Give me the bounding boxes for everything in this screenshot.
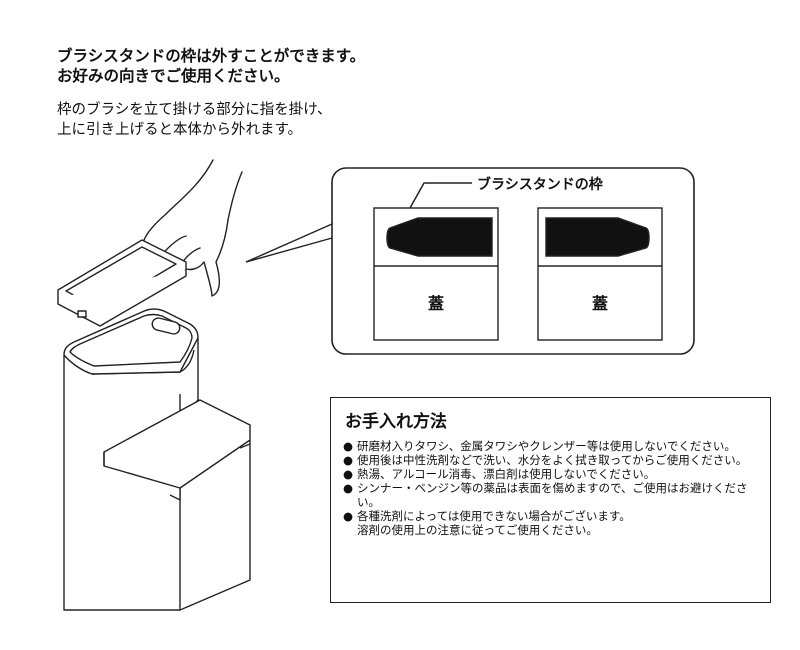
care-item: 熱湯、アルコール消毒、漂白剤は使用しないでください。: [343, 467, 763, 481]
description-line-2: 上に引き上げると本体から外れます。: [57, 122, 303, 138]
care-title: お手入れ方法: [345, 412, 447, 432]
care-instructions-box: お手入れ方法 研磨材入りタワシ、金属タワシやクレンザー等は使用しないでください。…: [330, 397, 771, 603]
care-item: シンナー・ベンジン等の薬品は表面を傷めますので、ご使用はお避けください。: [343, 481, 763, 509]
heading: ブラシスタンドの枠は外すことができます。 お好みの向きでご使用ください。: [57, 46, 365, 86]
lid-label-left: 蓋: [427, 294, 444, 313]
heading-line-1: ブラシスタンドの枠は外すことができます。: [57, 47, 366, 65]
description: 枠のブラシを立て掛ける部分に指を掛け、 上に引き上げると本体から外れます。: [57, 100, 331, 140]
lid-unit-left: [373, 207, 499, 341]
frame-label: ブラシスタンドの枠: [477, 177, 603, 193]
callout-pointer: [245, 223, 333, 263]
care-item: 使用後は中性洗剤などで洗い、水分をよく拭き取ってからご使用ください。: [343, 453, 763, 467]
lid-label-right: 蓋: [591, 294, 608, 313]
description-line-1: 枠のブラシを立て掛ける部分に指を掛け、: [57, 102, 332, 118]
care-item: 各種洗剤によっては使用できない場合がございます。: [343, 509, 763, 523]
brush-stand-frame: [57, 239, 187, 327]
frame-leader-line: [409, 182, 472, 209]
care-note: 溶剤の使用上の注意に従ってご使用ください。: [357, 523, 598, 537]
care-list: 研磨材入りタワシ、金属タワシやクレンザー等は使用しないでください。 使用後は中性…: [343, 439, 763, 537]
care-item: 研磨材入りタワシ、金属タワシやクレンザー等は使用しないでください。: [343, 439, 763, 453]
main-body: [63, 308, 251, 611]
lid-unit-right: [537, 207, 663, 341]
heading-line-2: お好みの向きでご使用ください。: [57, 67, 290, 85]
